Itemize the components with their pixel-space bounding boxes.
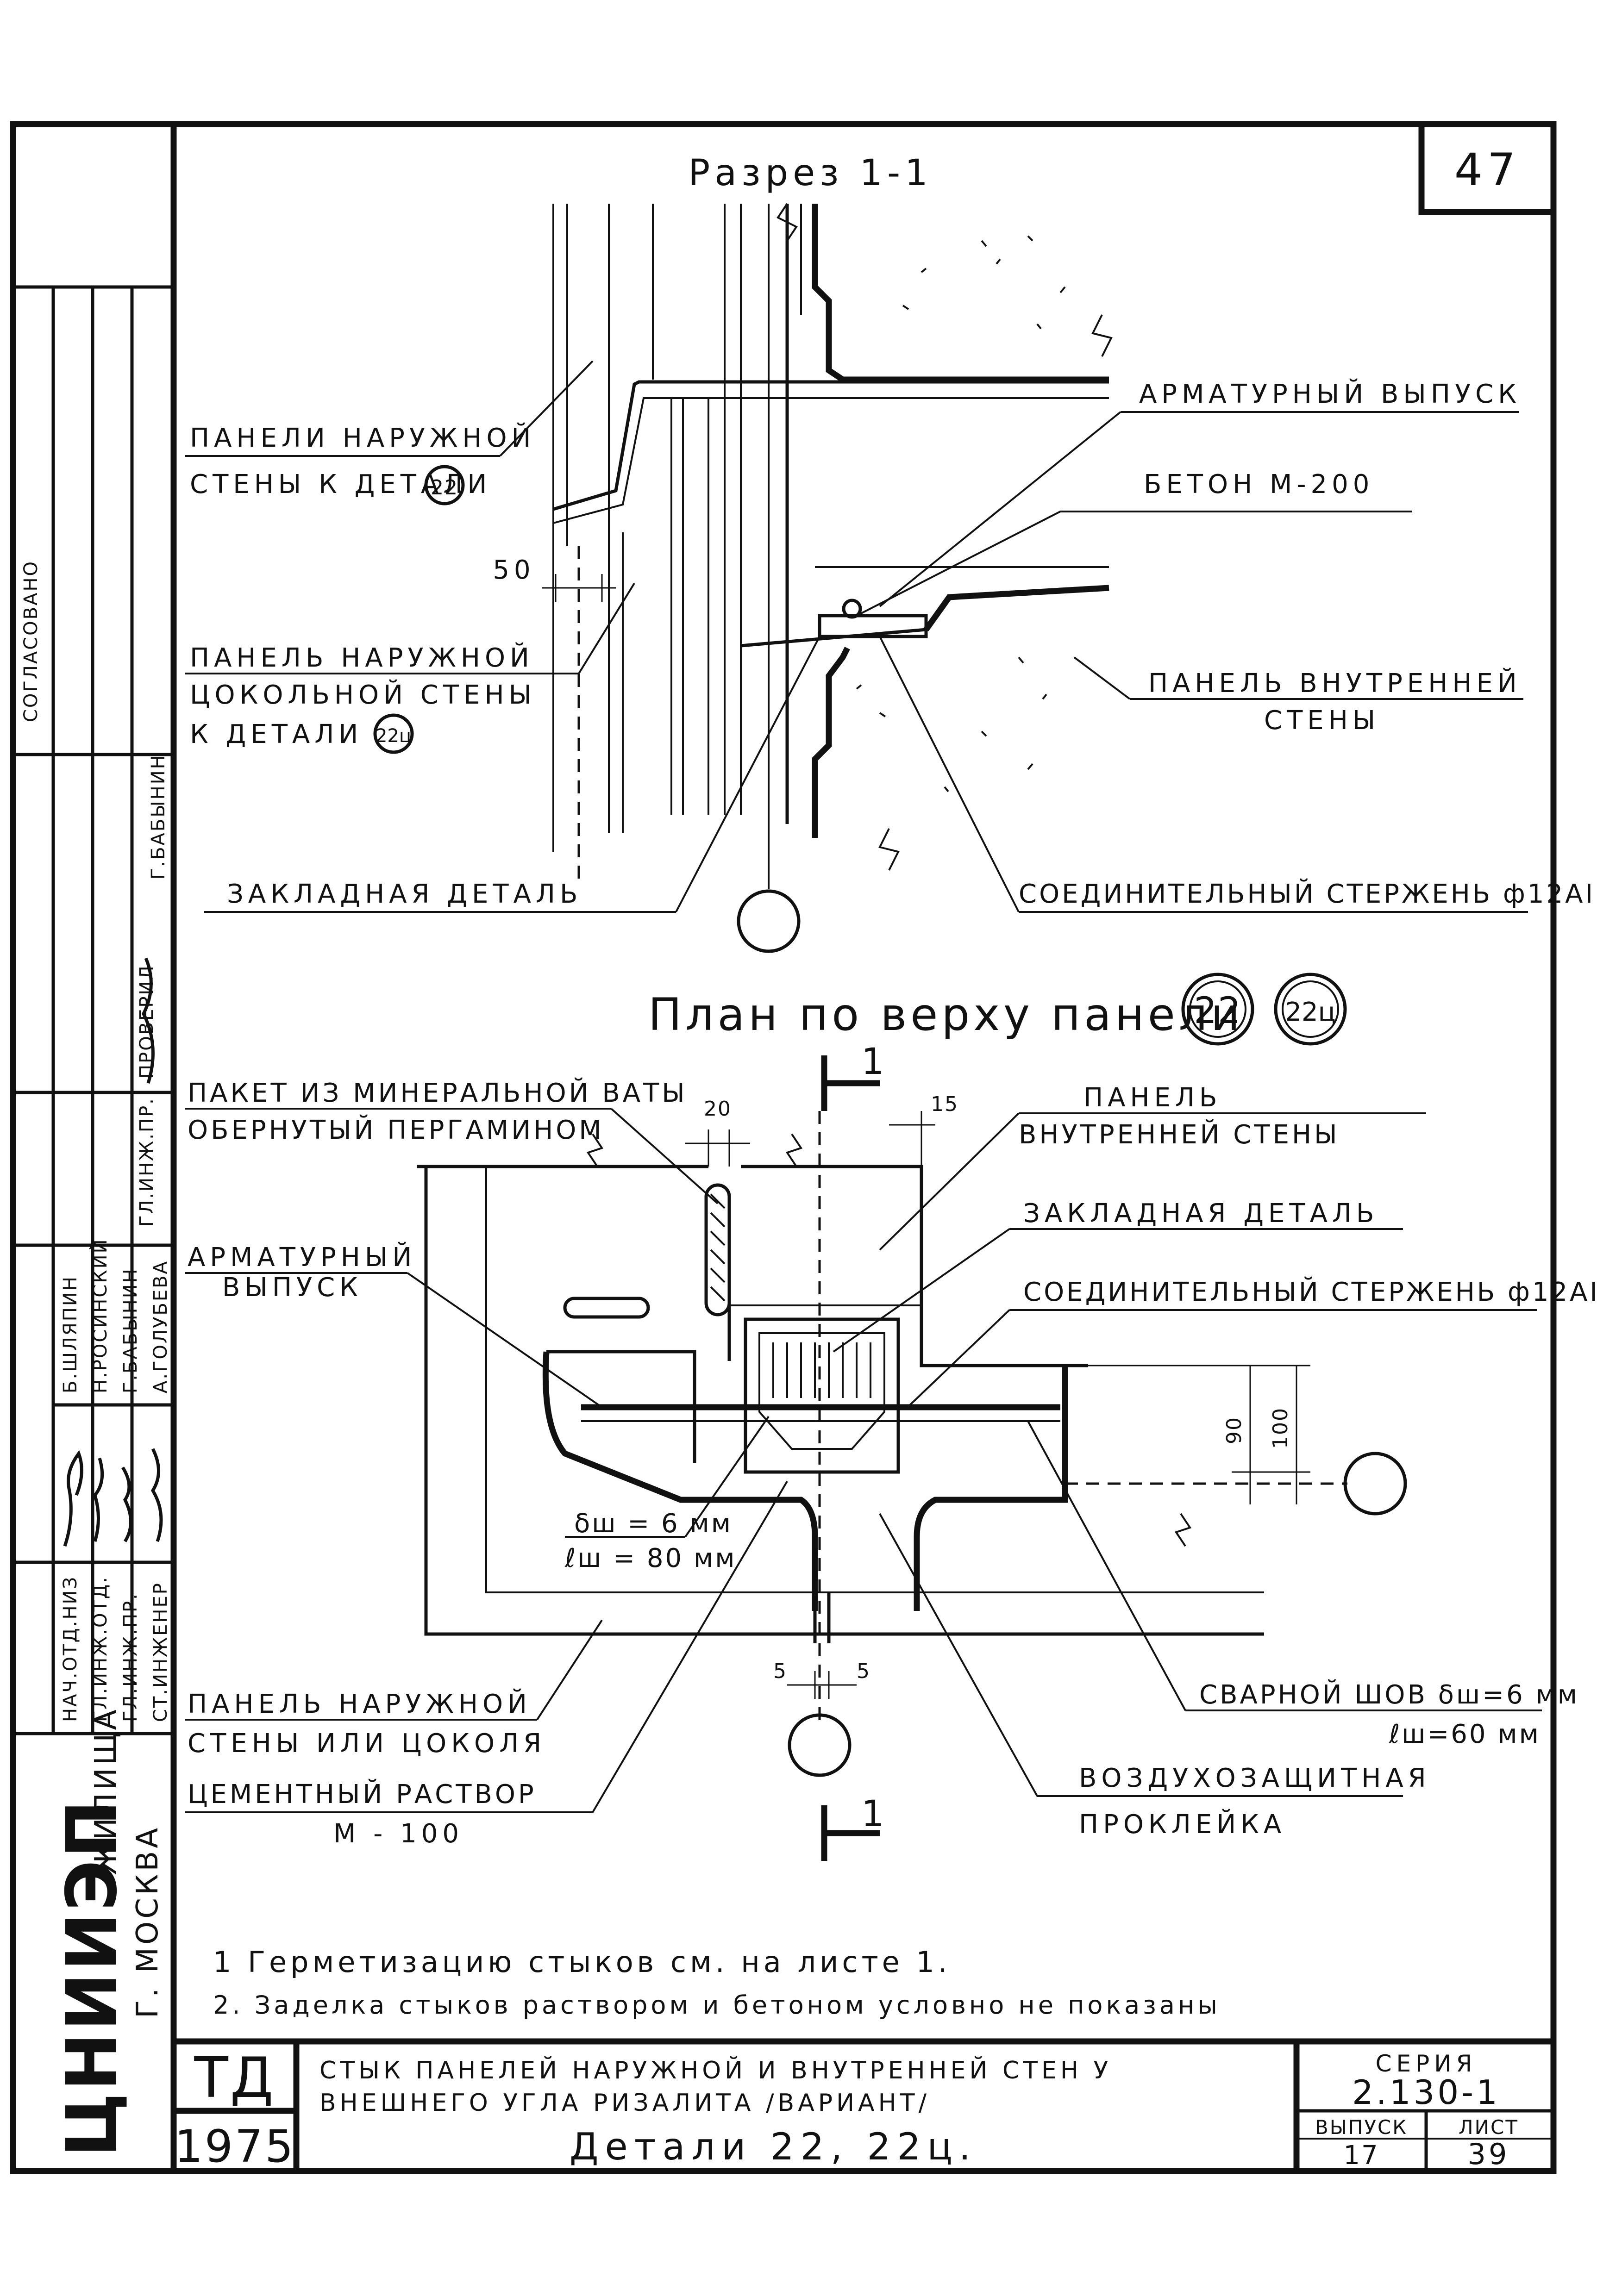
stamp-issue-value: 17 xyxy=(1343,2140,1379,2171)
label-weld-left-2: ℓш = 80 мм xyxy=(564,1543,736,1573)
label-inner-plan-2: ВНУТРЕННЕЙ СТЕНЫ xyxy=(1019,1119,1340,1150)
stamp-details: Детали 22, 22ц. xyxy=(570,2125,977,2168)
dim-100: 100 xyxy=(1269,1407,1292,1449)
role-2: ГЛ.ИНЖ.ОТД. xyxy=(90,1576,111,1722)
stamp-issue-label: ВЫПУСК xyxy=(1315,2116,1408,2139)
stamp-sheet-value: 39 xyxy=(1468,2137,1510,2171)
label-outer-panels-1: ПАНЕЛИ НАРУЖНОЙ xyxy=(190,423,535,453)
dim-15: 15 xyxy=(931,1092,958,1116)
label-outer-plan-2: СТЕНЫ ИЛИ ЦОКОЛЯ xyxy=(188,1728,546,1759)
label-concrete: БЕТОН М-200 xyxy=(1144,469,1374,499)
label-wool-1: ПАКЕТ ИЗ МИНЕРАЛЬНОЙ ВАТЫ xyxy=(188,1078,688,1108)
agreed-label: СОГЛАСОВАНО xyxy=(20,560,42,722)
label-weld-right-2: ℓш=60 мм xyxy=(1389,1719,1541,1749)
label-embedded-plan: ЗАКЛАДНАЯ ДЕТАЛЬ xyxy=(1023,1198,1378,1229)
dim-5b: 5 xyxy=(857,1660,870,1683)
name-3: Г.БАБЫНИН xyxy=(120,1267,141,1393)
checker-name: Г.БАБЫНИН xyxy=(148,754,169,880)
note-1: 1 Герметизацию стыков см. на листе 1. xyxy=(213,1945,951,1979)
dim-90: 90 xyxy=(1222,1416,1246,1444)
name-2: Н.РОСИНСКИЙ xyxy=(89,1238,111,1394)
axis-bubble-section xyxy=(737,889,801,953)
plan-drawing xyxy=(417,1111,1407,1777)
label-wool-2: ОБЕРНУТЫЙ ПЕРГАМИНОМ xyxy=(188,1115,604,1145)
dim-50: 50 xyxy=(493,555,535,585)
stamp-sheet-label: ЛИСТ xyxy=(1459,2116,1519,2139)
section-mark-bottom xyxy=(821,1805,880,1861)
label-rod-plan: СОЕДИНИТЕЛЬНЫЙ СТЕРЖЕНЬ ф12АI xyxy=(1023,1277,1600,1307)
section-title: Разрез 1-1 xyxy=(688,152,932,194)
stamp-series-label: СЕРИЯ xyxy=(1376,2050,1477,2077)
label-plinth-panel-1: ПАНЕЛЬ НАРУЖНОЙ xyxy=(190,643,534,673)
ref-22-section: 22 xyxy=(431,476,458,499)
label-air-1: ВОЗДУХОЗАЩИТНАЯ xyxy=(1079,1763,1431,1793)
label-air-2: ПРОКЛЕЙКА xyxy=(1079,1809,1286,1840)
label-connecting-rod: СОЕДИНИТЕЛЬНЫЙ СТЕРЖЕНЬ ф12АI xyxy=(1019,879,1595,909)
stamp-td: ТД xyxy=(194,2046,275,2110)
label-inner-panel-1: ПАНЕЛЬ ВНУТРЕННЕЙ xyxy=(1148,668,1522,699)
name-1: Б.ШЛЯПИН xyxy=(60,1275,81,1393)
ref-22c-section: 22ц xyxy=(376,725,412,747)
plan-ref-22c: 22ц xyxy=(1285,997,1335,1027)
plan-ref-22: 22 xyxy=(1194,990,1241,1032)
axis-bubble-plan-right xyxy=(1343,1452,1407,1516)
sheet-number: 47 xyxy=(1454,144,1520,196)
checker-role: ГЛ.ИНЖ.ПР. xyxy=(136,1097,157,1227)
label-mortar-1: ЦЕМЕНТНЫЙ РАСТВОР xyxy=(188,1779,537,1809)
label-weld-left-1: δш = 6 мм xyxy=(574,1509,733,1539)
dim-20: 20 xyxy=(704,1097,732,1121)
label-inner-panel-2: СТЕНЫ xyxy=(1264,705,1380,736)
plan-title: План по верху панели xyxy=(648,989,1244,1041)
label-embedded-part: ЗАКЛАДНАЯ ДЕТАЛЬ xyxy=(227,879,582,909)
org-name: ЦНИИЭП xyxy=(52,1798,132,2157)
role-4: СТ.ИНЖЕНЕР xyxy=(150,1582,171,1722)
outer-frame xyxy=(10,121,1557,2174)
stamp-series-value: 2.130-1 xyxy=(1352,2073,1500,2112)
dim-5a: 5 xyxy=(773,1660,787,1683)
note-2: 2. Заделка стыков раствором и бетоном ус… xyxy=(213,1990,1221,2020)
label-outer-plan-1: ПАНЕЛЬ НАРУЖНОЙ xyxy=(188,1689,532,1719)
stamp-title-2: ВНЕШНЕГО УГЛА РИЗАЛИТА /ВАРИАНТ/ xyxy=(319,2089,930,2117)
label-mortar-2: М - 100 xyxy=(333,1819,463,1849)
label-armature-plan-1: АРМАТУРНЫЙ xyxy=(188,1242,416,1273)
stamp-title-1: СТЫК ПАНЕЛЕЙ НАРУЖНОЙ И ВНУТРЕННЕЙ СТЕН … xyxy=(319,2056,1112,2084)
section-mark-bottom-label: 1 xyxy=(861,1793,889,1835)
label-plinth-panel-2: ЦОКОЛЬНОЙ СТЕНЫ xyxy=(190,680,536,710)
role-1: НАЧ.ОТД.НИЗ xyxy=(60,1576,81,1722)
approval-strip xyxy=(13,285,174,1735)
axis-bubble-plan-bottom xyxy=(788,1713,852,1777)
org-suffix: ЖИЛИЩА xyxy=(89,1707,123,1875)
label-armature-outlet: АРМАТУРНЫЙ ВЫПУСК xyxy=(1139,379,1521,409)
sheet-number-box xyxy=(1418,121,1557,215)
name-4: А.ГОЛУБЕВА xyxy=(150,1260,171,1393)
stamp-year: 1975 xyxy=(175,2121,295,2172)
org-city: Г. МОСКВА xyxy=(131,1825,165,2018)
label-armature-plan-2: ВЫПУСК xyxy=(222,1273,363,1303)
section-drawing xyxy=(542,203,1113,953)
label-plinth-panel-3: К ДЕТАЛИ xyxy=(190,719,363,749)
label-inner-plan-1: ПАНЕЛЬ xyxy=(1083,1083,1221,1113)
signatures xyxy=(63,957,163,1547)
section-mark-top xyxy=(821,1055,880,1111)
title-block xyxy=(174,2038,1553,2171)
role-3: ГЛ.ИНЖ.ПР. xyxy=(120,1592,141,1722)
label-weld-right-1: СВАРНОЙ ШОВ δш=6 мм xyxy=(1199,1679,1579,1710)
label-outer-panels-2: СТЕНЫ К ДЕТАЛИ xyxy=(190,469,491,499)
section-mark-top-label: 1 xyxy=(861,1041,889,1083)
